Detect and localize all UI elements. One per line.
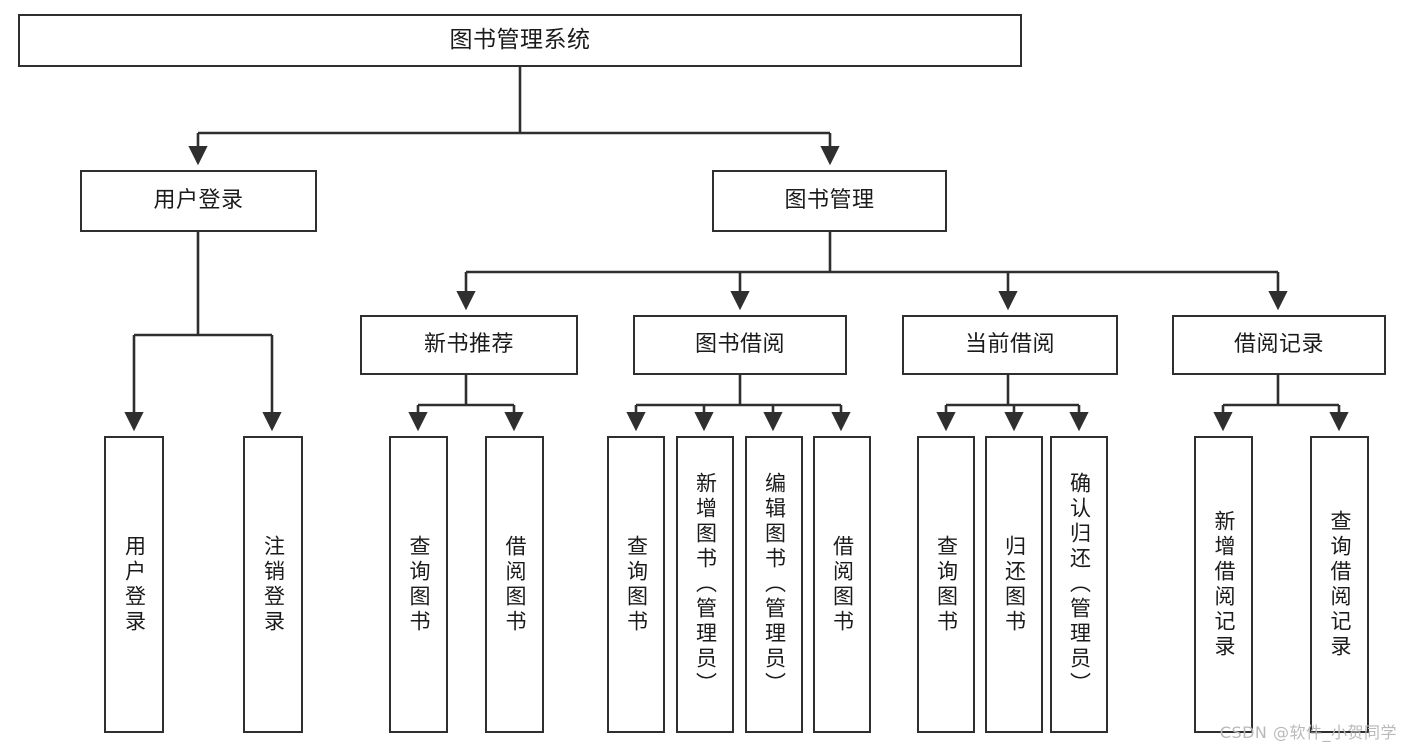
- node-label: 注销登录: [261, 534, 286, 635]
- node-label: 用户登录: [122, 534, 147, 635]
- node-label: 查询图书: [934, 534, 959, 635]
- node-label: 归还图书: [1002, 534, 1027, 635]
- node-borrow-record[interactable]: 借阅记录: [1172, 315, 1386, 375]
- leaf-borrow-query-book[interactable]: 查询图书: [607, 436, 665, 733]
- leaf-current-query-book[interactable]: 查询图书: [917, 436, 975, 733]
- node-label: 用户登录: [153, 188, 244, 214]
- node-label: 查询借阅记录: [1328, 509, 1352, 660]
- node-label: 当前借阅: [964, 332, 1055, 358]
- node-user-login[interactable]: 用户登录: [80, 170, 317, 232]
- leaf-user-login-signout[interactable]: 注销登录: [243, 436, 303, 733]
- node-book-management[interactable]: 图书管理: [712, 170, 947, 232]
- leaf-borrow-borrow-book[interactable]: 借阅图书: [813, 436, 871, 733]
- leaf-record-query-record[interactable]: 查询借阅记录: [1310, 436, 1369, 733]
- node-label: 编辑图书（管理员）: [762, 472, 787, 697]
- node-label: 借阅图书: [830, 534, 855, 635]
- node-label: 图书借阅: [694, 332, 785, 358]
- node-label: 借阅记录: [1233, 332, 1324, 358]
- node-label: 图书管理系统: [449, 27, 591, 54]
- node-label: 新增借阅记录: [1212, 509, 1236, 660]
- leaf-recommend-query-book[interactable]: 查询图书: [389, 436, 448, 733]
- leaf-record-add-record[interactable]: 新增借阅记录: [1194, 436, 1253, 733]
- node-new-book-recommend[interactable]: 新书推荐: [360, 315, 578, 375]
- node-label: 查询图书: [407, 534, 431, 635]
- node-root-system[interactable]: 图书管理系统: [18, 14, 1022, 67]
- leaf-borrow-edit-book-admin[interactable]: 编辑图书（管理员）: [745, 436, 803, 733]
- leaf-current-return-book[interactable]: 归还图书: [985, 436, 1043, 733]
- leaf-borrow-add-book-admin[interactable]: 新增图书（管理员）: [676, 436, 734, 733]
- node-label: 确认归还（管理员）: [1067, 472, 1092, 697]
- leaf-current-confirm-return-admin[interactable]: 确认归还（管理员）: [1050, 436, 1108, 733]
- node-book-borrow[interactable]: 图书借阅: [633, 315, 847, 375]
- node-label: 查询图书: [624, 534, 649, 635]
- node-current-borrow[interactable]: 当前借阅: [902, 315, 1118, 375]
- node-label: 新书推荐: [423, 332, 514, 358]
- node-label: 图书管理: [784, 188, 875, 214]
- node-label: 新增图书（管理员）: [693, 472, 718, 697]
- leaf-user-login-signin[interactable]: 用户登录: [104, 436, 164, 733]
- node-label: 借阅图书: [503, 534, 527, 635]
- leaf-recommend-borrow-book[interactable]: 借阅图书: [485, 436, 544, 733]
